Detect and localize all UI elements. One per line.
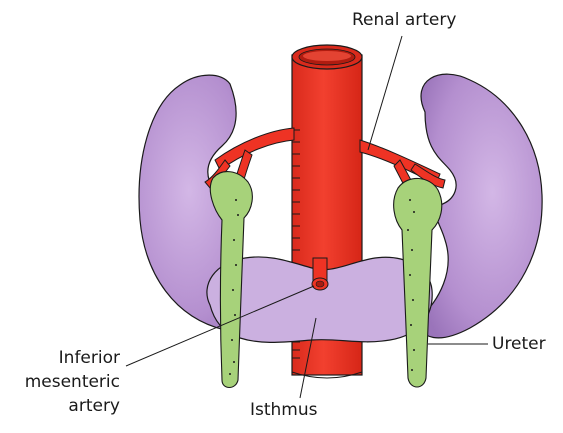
label-inferior-mesenteric-line2: mesenteric [25,372,120,392]
renal-artery-leader [368,36,402,150]
label-ureter: Ureter [492,334,546,354]
label-isthmus: Isthmus [250,400,318,420]
label-inferior-mesenteric-line1: Inferior [59,348,120,368]
label-inferior-mesenteric-line3: artery [68,396,120,416]
label-renal-artery: Renal artery [352,10,456,30]
